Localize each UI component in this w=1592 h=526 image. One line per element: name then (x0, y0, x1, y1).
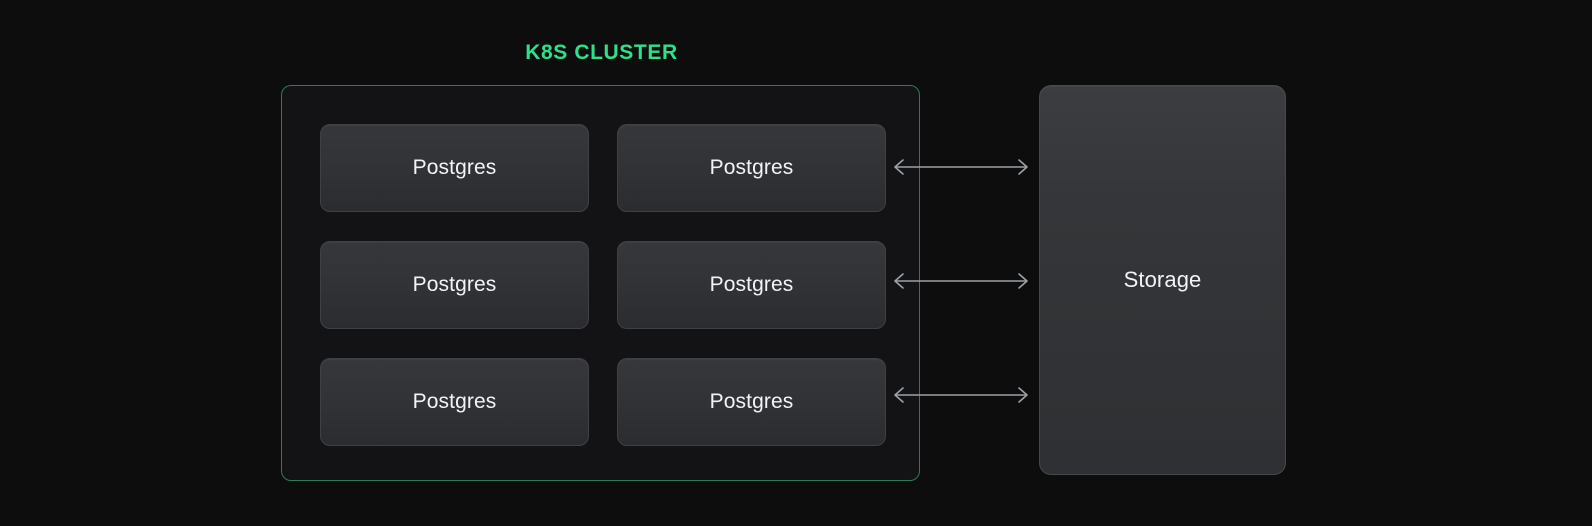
pod-label: Postgres (709, 390, 794, 413)
pod-box-postgres-6[interactable]: Postgres (617, 358, 886, 446)
pod-label: Postgres (709, 273, 794, 296)
pod-label: Postgres (412, 390, 497, 413)
pod-box-postgres-4[interactable]: Postgres (617, 241, 886, 329)
k8s-cluster-container: Postgres Postgres Postgres Postgres Post… (281, 85, 920, 481)
storage-container[interactable]: Storage (1039, 85, 1286, 475)
cluster-title: K8S CLUSTER (525, 41, 678, 64)
pod-box-postgres-3[interactable]: Postgres (320, 241, 589, 329)
pod-label: Postgres (412, 156, 497, 179)
pod-box-postgres-1[interactable]: Postgres (320, 124, 589, 212)
pod-label: Postgres (412, 273, 497, 296)
storage-label: Storage (1123, 267, 1202, 292)
pod-grid: Postgres Postgres Postgres Postgres Post… (320, 124, 886, 446)
pod-box-postgres-5[interactable]: Postgres (320, 358, 589, 446)
pod-box-postgres-2[interactable]: Postgres (617, 124, 886, 212)
pod-label: Postgres (709, 156, 794, 179)
